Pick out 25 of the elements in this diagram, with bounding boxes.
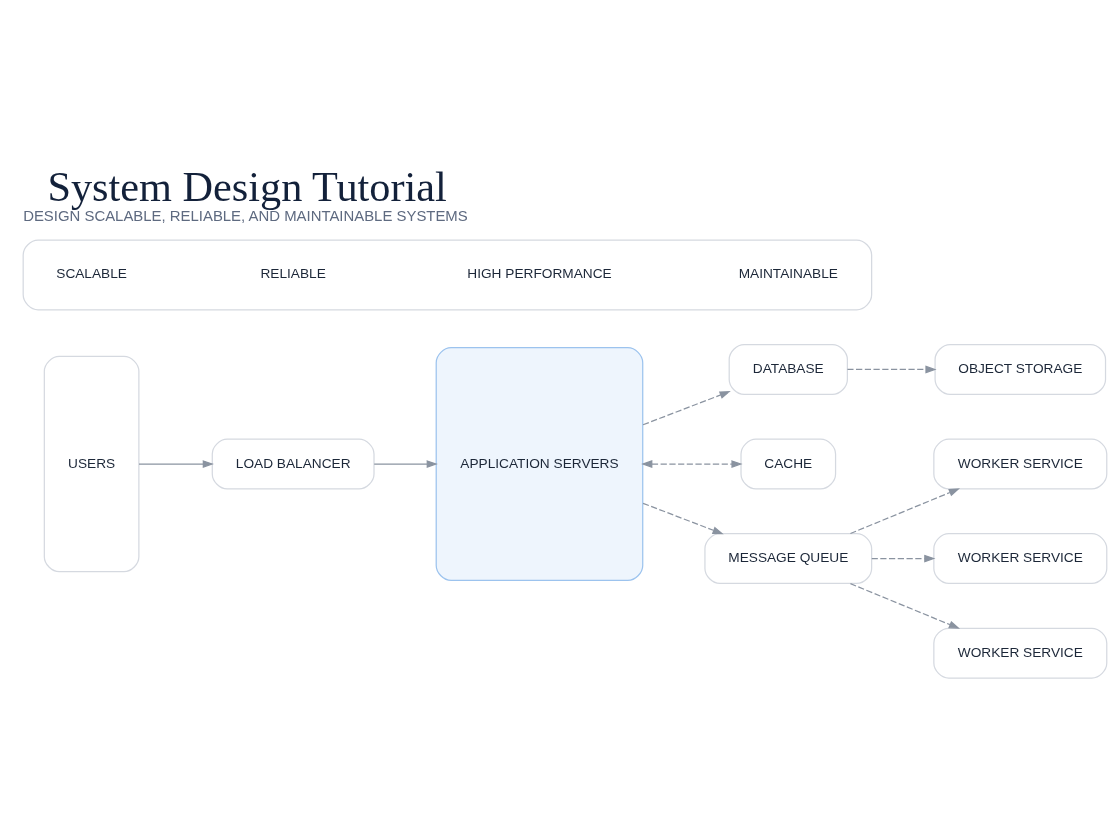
- arrow: [642, 390, 731, 425]
- arrow: [642, 502, 724, 534]
- arrow: [849, 487, 960, 534]
- node-box: USERS: [43, 355, 140, 572]
- node-box: LOAD BALANCER: [211, 438, 375, 490]
- diagram-title: System Design Tutorial: [47, 162, 447, 210]
- arrow: [849, 582, 960, 629]
- node-box: CACHE: [740, 438, 837, 490]
- node-box: WORKER SERVICE: [933, 438, 1108, 490]
- node-box: OBJECT STORAGE: [934, 343, 1107, 395]
- node-box: WORKER SERVICE: [933, 627, 1108, 679]
- node-box: DATABASE: [728, 343, 848, 395]
- arrow: [641, 459, 743, 468]
- cluster: [22, 239, 873, 310]
- arrow: [871, 554, 936, 562]
- node-text: SCALABLE: [56, 265, 127, 281]
- node-box: APPLICATION SERVERS: [435, 346, 644, 581]
- node-text: MAINTAINABLE: [738, 265, 838, 281]
- node-box: WORKER SERVICE: [933, 532, 1108, 584]
- node-box: MESSAGE QUEUE: [704, 532, 873, 584]
- node-text: HIGH PERFORMANCE: [467, 265, 612, 281]
- node-text: RELIABLE: [260, 265, 326, 281]
- arrow: [846, 365, 937, 373]
- arrow: [373, 459, 438, 468]
- arrow: [138, 459, 214, 468]
